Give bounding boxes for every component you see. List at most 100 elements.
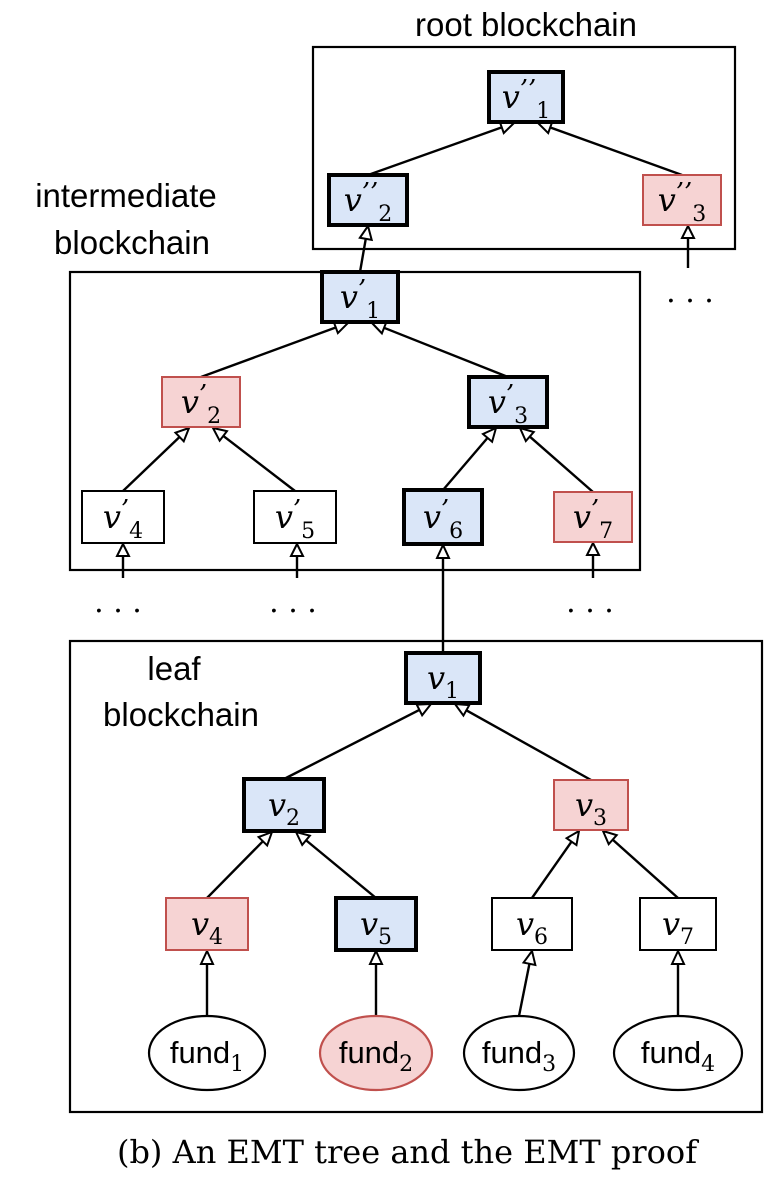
edge-line [442,436,490,491]
edge-arrowhead [211,426,229,443]
node-box [253,490,337,544]
edge-arrowhead [173,426,191,444]
edge-arrowhead [199,948,215,965]
node-i4: v’4 [81,490,165,544]
node-label: v’1 [340,275,380,324]
node-box [242,777,326,833]
node-label: v2 [268,786,300,831]
node-i7: v’7 [553,491,633,544]
edge-r3-to-r1 [535,120,683,177]
stub-to-r3 [680,223,696,268]
edge-line [358,237,368,273]
node-box [639,897,717,951]
edge-i1-to-r2 [358,223,374,273]
edge-i4-to-i2 [122,426,191,492]
node-l7: v7 [639,897,717,951]
edge-l3-to-l1 [452,702,592,782]
fund-label: fund1 [170,1035,244,1077]
fund-ellipse [147,1014,267,1092]
edge-arrowhead [481,426,498,444]
fund-label: fund4 [641,1035,715,1077]
node-label: v’3 [488,380,528,429]
edge-f2-to-l5 [368,948,384,1016]
fund-ellipse [462,1014,576,1092]
edge-line [382,326,509,379]
edge-r2-to-r1 [367,120,517,177]
node-i2: v’2 [161,376,241,429]
edge-arrowhead [670,948,686,965]
stub-to-i7 [585,540,601,578]
node-l1: v1 [404,651,482,705]
node-label: v’2 [181,380,221,429]
intermediate-label-line1: intermediate [35,177,217,214]
node-box [327,173,409,227]
edge-l1-to-i6 [435,542,451,653]
edges-layer [122,120,686,1017]
intermediate-label-line2: blockchain [54,224,210,261]
edge-l6-to-l3 [531,829,581,899]
continuation-arrows [115,223,696,578]
stub-to-i4 [115,541,131,578]
root-blockchain-label: root blockchain [415,6,637,43]
stub-to-i5 [289,541,305,578]
fund-label: fund2 [339,1035,413,1077]
node-r1: v’’1 [487,70,565,124]
root-blockchain-frame [311,45,737,251]
node-box [334,896,418,952]
edge-f4-to-l7 [670,948,686,1016]
node-box [642,174,722,226]
node-l6: v6 [491,897,573,951]
node-l5: v5 [334,896,418,952]
edge-f1-to-l4 [199,948,215,1016]
node-label: v3 [575,786,607,831]
edge-arrowhead [294,830,312,847]
edge-arrowhead [415,702,434,718]
edge-i5-to-i2 [211,426,296,492]
edge-i3-to-i1 [369,321,509,379]
edge-line [221,434,296,492]
stub-arrowhead [289,541,305,557]
node-box [81,490,165,544]
edge-line [517,962,531,1017]
edge-arrowhead [368,948,384,965]
stub-arrowhead [585,540,601,556]
node-i1: v’1 [320,270,400,324]
edge-l4-to-l2 [206,830,274,899]
edge-arrowhead [358,223,374,242]
edge-arrowhead [452,702,471,718]
edge-arrowhead [601,829,619,846]
fund-f1: fund1 [147,1014,267,1092]
node-l2: v2 [242,777,326,833]
fund-f4: fund4 [612,1014,744,1092]
node-box [402,488,484,546]
edge-line [122,435,182,492]
node-l3: v3 [553,779,629,831]
node-label: v5 [360,905,392,950]
fund-ellipse [612,1014,744,1092]
fund-f2: fund2 [318,1014,434,1092]
node-box [487,70,565,124]
node-label: v’’2 [344,178,393,227]
edge-line [367,125,504,177]
fund-label: fund3 [482,1035,556,1077]
node-label: v’5 [275,495,315,544]
figure-caption: (b) An EMT tree and the EMT proof [117,1133,699,1171]
node-box [553,491,633,543]
fund-f3: fund3 [462,1014,576,1092]
node-l4: v4 [165,897,249,951]
edge-line [304,838,377,899]
leaf-label-line2: blockchain [103,696,259,733]
node-box [553,779,629,831]
node-label: v1 [427,659,459,704]
edge-line [464,708,592,782]
node-label: v’’1 [502,75,551,124]
edge-l5-to-l2 [294,830,377,899]
edge-line [283,708,421,781]
edge-l7-to-l3 [601,829,679,899]
node-r2: v’’2 [327,173,409,227]
edge-arrowhead [564,829,581,847]
node-r3: v’’3 [642,174,722,227]
node-box [161,376,241,428]
node-label: v’4 [103,495,143,544]
